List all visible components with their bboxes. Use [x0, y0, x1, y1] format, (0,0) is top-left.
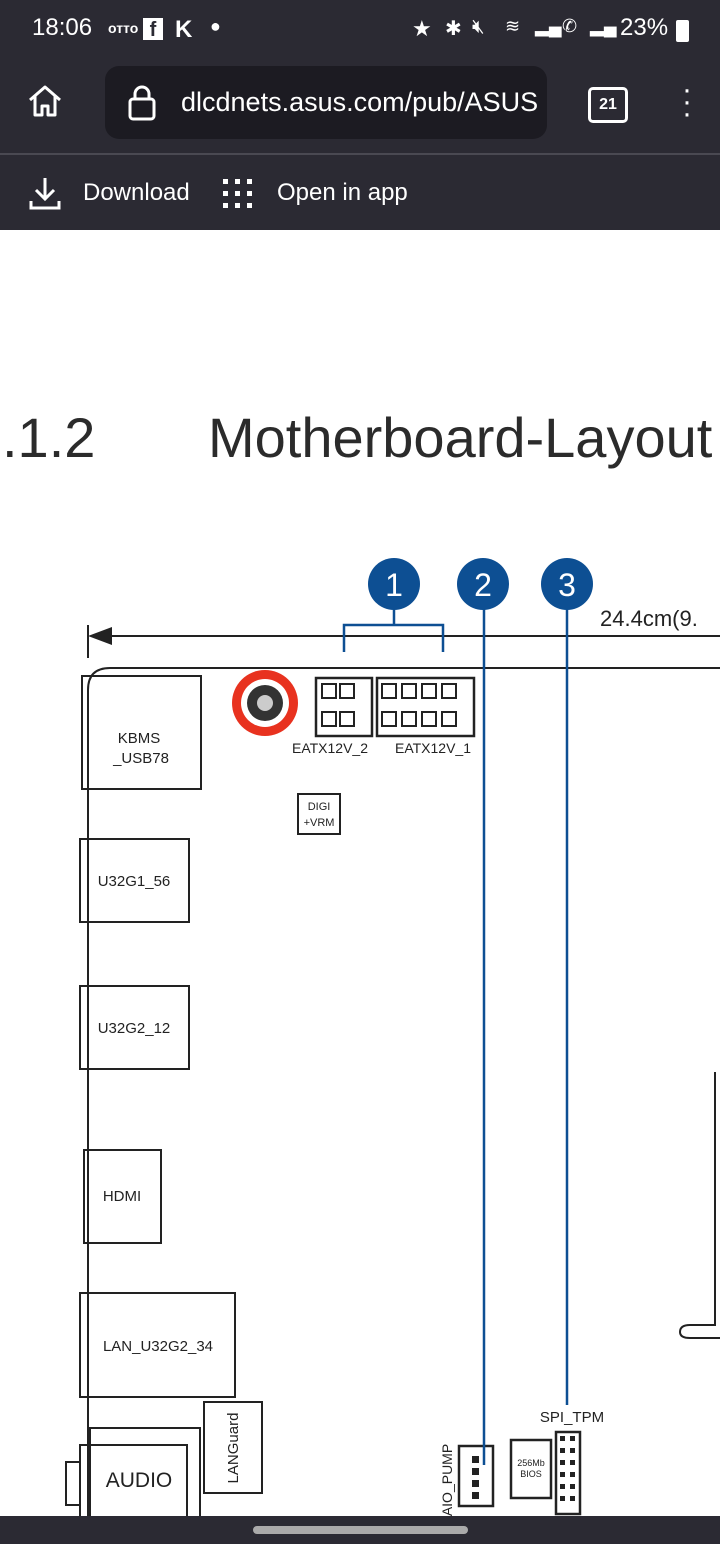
dot-icon: ●	[210, 16, 221, 36]
eatx12v-1-label: EATX12V_1	[395, 740, 471, 756]
eatx12v-2-connector	[314, 676, 374, 738]
kbms-usb78-port	[81, 675, 202, 790]
svg-text:3: 3	[558, 567, 576, 603]
callout-3: 3	[541, 558, 593, 610]
svg-text:2: 2	[474, 567, 492, 603]
download-button[interactable]: Download	[83, 179, 190, 206]
svg-text:1: 1	[385, 567, 403, 603]
kbms-label: KBMS	[118, 730, 161, 747]
wifi-call-icon: ✆	[562, 16, 578, 36]
callout-2: 2	[457, 558, 509, 610]
k-app-icon: K	[175, 16, 193, 43]
languard-label: LANGuard	[225, 1413, 242, 1484]
digi-vrm-chip	[297, 793, 341, 835]
battery-percent: 23%	[620, 14, 669, 41]
wifi-icon: ≋	[505, 16, 521, 36]
bios-size-label: 256Mb	[517, 1458, 545, 1468]
tab-count-button[interactable]: 21	[588, 87, 628, 123]
section-number: .1.2	[2, 406, 96, 469]
bluetooth-icon: ✱	[445, 18, 462, 40]
divider	[0, 153, 720, 155]
home-icon[interactable]	[26, 82, 64, 120]
spi-tpm-label: SPI_TPM	[540, 1409, 604, 1426]
cpu-fan-icon	[232, 670, 298, 736]
signal-2-icon: ▂▄	[590, 16, 617, 36]
digi-label: DIGI	[308, 801, 331, 813]
download-icon[interactable]	[28, 175, 62, 211]
hdmi-label: HDMI	[103, 1188, 141, 1205]
bios-chip	[509, 1438, 553, 1500]
audio-label: AUDIO	[106, 1469, 173, 1492]
pdf-action-bar: Download Open in app	[0, 155, 720, 230]
open-in-app-button[interactable]: Open in app	[277, 179, 408, 206]
audio-port	[79, 1444, 188, 1516]
lan-port	[79, 1292, 236, 1398]
eatx12v-2-label: EATX12V_2	[292, 740, 368, 756]
callout-1: 1	[368, 558, 420, 610]
eatx12v-1-connector	[375, 676, 476, 738]
hdmi-port	[83, 1149, 162, 1244]
bios-label: BIOS	[520, 1469, 542, 1479]
url-text[interactable]: dlcdnets.asus.com/pub/ASUS	[181, 87, 539, 117]
kbms-label-2: _USB78	[112, 750, 169, 767]
otto-notification-icon: отто	[108, 20, 139, 36]
audio-outer	[89, 1427, 201, 1516]
apps-grid-icon[interactable]	[222, 178, 254, 210]
dimension-label: 24.4cm(9.	[600, 606, 698, 631]
clock: 18:06	[32, 14, 93, 41]
u32g2-port	[79, 985, 190, 1070]
vrm-label: +VRM	[304, 817, 335, 829]
dimm-slot-outline	[678, 1072, 720, 1339]
star-icon: ★	[412, 16, 432, 41]
mute-icon: 🔇︎	[472, 16, 485, 38]
home-gesture-handle[interactable]	[253, 1526, 468, 1534]
aio-pump-header	[457, 1444, 495, 1508]
status-bar: 18:06 отто f K ● ★ ✱ 🔇︎ ≋ ▂▄ ✆ ▂▄ 23%	[0, 0, 720, 60]
lock-icon	[128, 85, 156, 121]
battery-icon	[676, 20, 689, 42]
lan-label: LAN_U32G2_34	[103, 1338, 213, 1355]
u32g1-label: U32G1_56	[98, 873, 171, 890]
arrow-left-icon	[88, 627, 112, 645]
spi-tpm-header	[554, 1430, 582, 1516]
aio-pump-label: AIO_PUMP	[439, 1444, 455, 1516]
more-options-icon[interactable]: ···	[682, 73, 692, 130]
signal-icon: ▂▄	[535, 16, 562, 36]
u32g2-label: U32G2_12	[98, 1020, 171, 1037]
system-nav-bar	[0, 1516, 720, 1544]
callout-lines	[342, 605, 569, 1465]
facebook-icon: f	[143, 18, 163, 41]
u32g1-port	[79, 838, 190, 923]
languard-box	[203, 1401, 263, 1494]
section-title: Motherboard-Layout	[208, 406, 713, 469]
address-bar[interactable]: dlcdnets.asus.com/pub/ASUS	[105, 66, 547, 139]
browser-toolbar: dlcdnets.asus.com/pub/ASUS 21 ···	[0, 60, 720, 153]
board-outline	[87, 667, 720, 1516]
